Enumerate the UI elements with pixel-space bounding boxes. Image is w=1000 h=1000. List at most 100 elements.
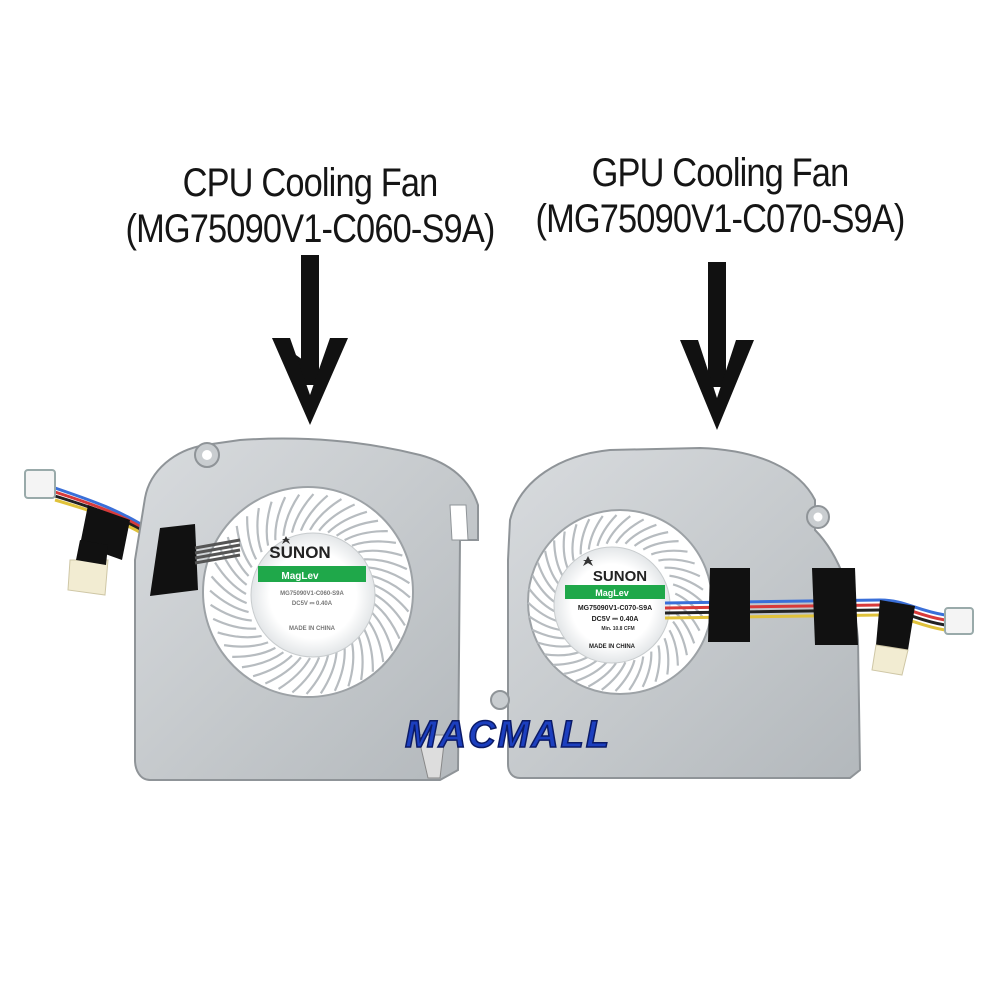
fan-blade xyxy=(371,574,411,599)
sunon-logo-icon xyxy=(282,536,290,544)
fan-blade xyxy=(335,519,379,537)
fan-blade xyxy=(217,631,262,639)
fan-blade xyxy=(614,659,636,692)
fan-blade xyxy=(544,550,560,586)
gpu-fan-impeller xyxy=(527,514,705,692)
fan-blade xyxy=(562,531,569,569)
gpu-fan-maglev: MagLev xyxy=(595,588,629,598)
fan-blade xyxy=(351,540,397,547)
fan-blade xyxy=(663,637,670,675)
gpu-fan-connector xyxy=(944,607,974,635)
fan-blade xyxy=(553,655,590,666)
fan-blade xyxy=(256,507,263,553)
fan-blade xyxy=(358,549,403,557)
fan-blade xyxy=(641,651,653,688)
fan-blade xyxy=(372,602,401,640)
gpu-fan-cfm: Min. 10.8 CFM xyxy=(601,626,634,632)
fan-blade xyxy=(367,619,385,663)
fan-blade xyxy=(668,629,679,666)
fan-blade xyxy=(587,515,604,550)
gpu-fan-brand: SUNON xyxy=(593,568,647,585)
cpu-fan-title: CPU Cooling Fan xyxy=(182,161,439,205)
fan-blade xyxy=(571,524,578,561)
fan-blade xyxy=(214,561,247,595)
gpu-fan-model: (MG75090V1-C070-S9A) xyxy=(535,197,905,241)
cpu-fan-part: MG75090V1-C060-S9A xyxy=(280,591,344,597)
fan-blade xyxy=(318,503,356,532)
fan-blade xyxy=(362,628,374,672)
fan-blade xyxy=(553,540,564,577)
fan-blade xyxy=(274,496,287,541)
fan-blade xyxy=(277,657,311,690)
fan-blade xyxy=(265,501,273,546)
cpu-arrow-icon xyxy=(272,255,348,425)
fan-blade xyxy=(357,635,364,681)
gpu-arrow-icon xyxy=(680,262,754,430)
fan-blade xyxy=(650,549,688,556)
fan-blade xyxy=(264,656,302,685)
fan-blade xyxy=(536,562,558,595)
cpu-fan-caption: CPU Cooling Fan (MG75090V1-C060-S9A) xyxy=(112,160,508,252)
fan-blade xyxy=(615,518,645,544)
fan-blade xyxy=(327,510,368,534)
fan-blade xyxy=(642,540,679,551)
cpu-fan: SUNON MagLev MG75090V1-C060-S9A DC5V ⎓ 0… xyxy=(24,437,479,781)
fan-blade xyxy=(675,602,701,632)
gpu-fan-label: SUNON MagLev MG75090V1-C070-S9A DC5V ⎓ 0… xyxy=(553,546,671,664)
gpu-fan-caption: GPU Cooling Fan (MG75090V1-C070-S9A) xyxy=(522,150,918,242)
fan-blade xyxy=(309,498,343,531)
cpu-fan-maglev: MagLev xyxy=(281,571,319,582)
fan-blade xyxy=(363,558,408,571)
fan-blade xyxy=(246,516,258,560)
sunon-logo-icon xyxy=(583,556,593,566)
gpu-fan-tape-2 xyxy=(812,568,858,645)
fan-blade xyxy=(624,523,657,545)
fan-blade xyxy=(654,645,661,682)
fan-blade xyxy=(333,647,346,692)
fan-blade xyxy=(669,574,704,591)
macmall-watermark: MACMALL xyxy=(404,713,611,757)
fan-blade xyxy=(305,655,330,695)
fan-blade xyxy=(633,531,669,547)
fan-blade xyxy=(299,494,329,532)
fan-blade xyxy=(596,514,618,547)
fan-blade xyxy=(575,661,608,683)
cpu-fan-origin: MADE IN CHINA xyxy=(289,626,336,632)
fan-blade xyxy=(252,654,293,678)
gpu-fan: SUNON MagLev MG75090V1-C070-S9A DC5V ⎓ 0… xyxy=(490,446,974,779)
fan-blade xyxy=(658,558,695,565)
gpu-fan-cable xyxy=(664,568,974,676)
fan-blade xyxy=(373,593,406,627)
cpu-fan-impeller xyxy=(209,493,411,695)
cpu-fan-connector xyxy=(24,469,56,499)
fan-blade xyxy=(282,493,301,536)
fan-blade xyxy=(232,646,276,658)
fan-blade xyxy=(241,651,285,669)
fan-blade xyxy=(372,583,410,613)
fan-blade xyxy=(344,530,388,542)
fan-blade xyxy=(605,515,631,545)
cpu-fan-brand: SUNON xyxy=(269,543,330,562)
fan-blade xyxy=(290,493,315,533)
fan-blade xyxy=(209,603,252,622)
fan-blade xyxy=(319,652,338,695)
gpu-fan-part: MG75090V1-C070-S9A xyxy=(578,605,652,612)
fan-blade xyxy=(563,659,599,675)
fan-blade xyxy=(212,617,257,630)
cpu-fan-label: SUNON MagLev MG75090V1-C060-S9A DC5V ⎓ 0… xyxy=(250,532,376,658)
fan-blade xyxy=(368,566,411,585)
fan-blade xyxy=(235,525,253,569)
fan-blade xyxy=(601,661,627,691)
fan-blade xyxy=(223,641,269,648)
cpu-fan-model: (MG75090V1-C060-S9A) xyxy=(125,207,495,251)
gpu-fan-title: GPU Cooling Fan xyxy=(591,151,850,195)
watermark-text: MACMALL xyxy=(405,714,611,756)
gpu-fan-origin: MADE IN CHINA xyxy=(589,644,636,650)
fan-blade xyxy=(370,611,394,652)
cpu-fan-tape xyxy=(150,524,198,596)
fan-blade xyxy=(347,642,355,687)
fan-blade xyxy=(664,566,701,578)
fan-blade xyxy=(291,656,321,694)
fan-blade xyxy=(209,589,249,614)
